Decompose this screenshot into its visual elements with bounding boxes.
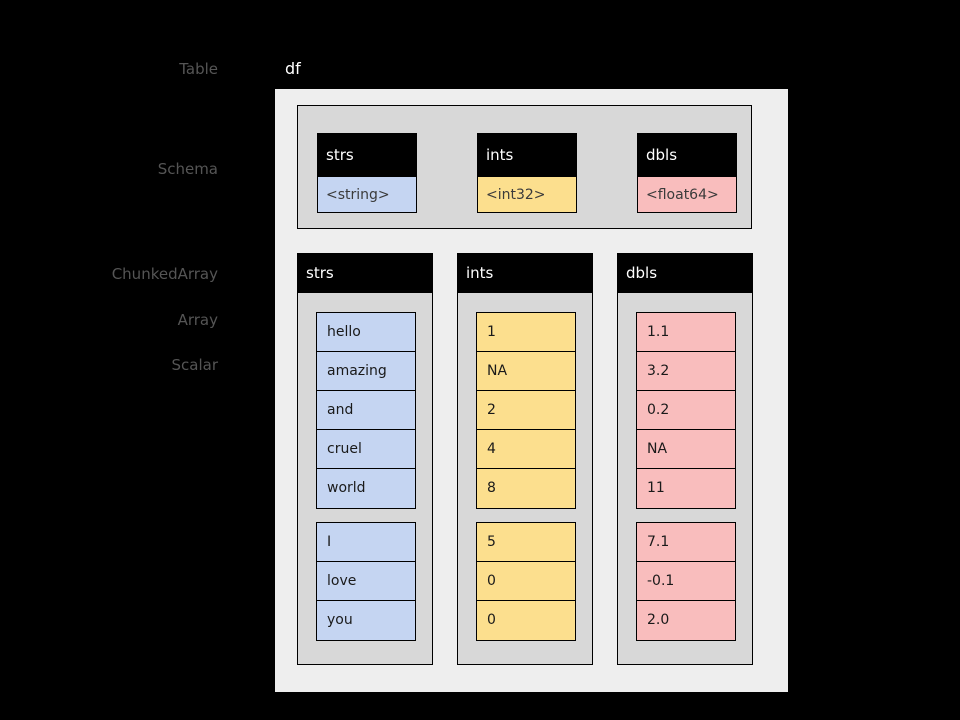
table-panel: strs <string> ints <int32> dbls <float64… [275, 89, 788, 692]
array-cell: 0.2 [637, 391, 735, 430]
array-cell: love [317, 562, 415, 601]
schema-field-type: <float64> [638, 176, 736, 212]
column-header-label: ints [458, 254, 592, 293]
array-cell: hello [317, 313, 415, 352]
array-cell: you [317, 601, 415, 640]
schema-field-name: dbls [638, 134, 736, 176]
array-cell: amazing [317, 352, 415, 391]
array-cell: 2 [477, 391, 575, 430]
array-cell: cruel [317, 430, 415, 469]
array-cell: I [317, 523, 415, 562]
array-cell: 8 [477, 469, 575, 508]
schema-field-type: <int32> [478, 176, 576, 212]
legend-label-scalar: Scalar [171, 356, 219, 374]
array-cell: 0 [477, 562, 575, 601]
array-cell: 1.1 [637, 313, 735, 352]
legend-label-schema: Schema [157, 160, 218, 178]
schema-field-strs[interactable]: strs <string> [317, 133, 417, 213]
array-cell: and [317, 391, 415, 430]
schema-field-dbls[interactable]: dbls <float64> [637, 133, 737, 213]
array-cell: 0 [477, 601, 575, 640]
array-cell: 11 [637, 469, 735, 508]
schema-panel: strs <string> ints <int32> dbls <float64… [297, 105, 752, 229]
legend-label-table: Table [179, 60, 218, 78]
array-cell: -0.1 [637, 562, 735, 601]
column-header-label: dbls [618, 254, 752, 293]
array-cell: world [317, 469, 415, 508]
schema-field-name: strs [318, 134, 416, 176]
legend-label-chunkedarray: ChunkedArray [111, 265, 218, 283]
array-cell: 2.0 [637, 601, 735, 640]
array-cell: 7.1 [637, 523, 735, 562]
array-cell: 1 [477, 313, 575, 352]
array-cell: 4 [477, 430, 575, 469]
schema-field-ints[interactable]: ints <int32> [477, 133, 577, 213]
array-cell: NA [637, 430, 735, 469]
table-name-caption: df [285, 59, 301, 78]
array-cell: 5 [477, 523, 575, 562]
legend-label-array: Array [177, 311, 218, 329]
array-cell: NA [477, 352, 575, 391]
schema-field-name: ints [478, 134, 576, 176]
array-cell: 3.2 [637, 352, 735, 391]
column-header-label: strs [298, 254, 432, 293]
schema-field-type: <string> [318, 176, 416, 212]
